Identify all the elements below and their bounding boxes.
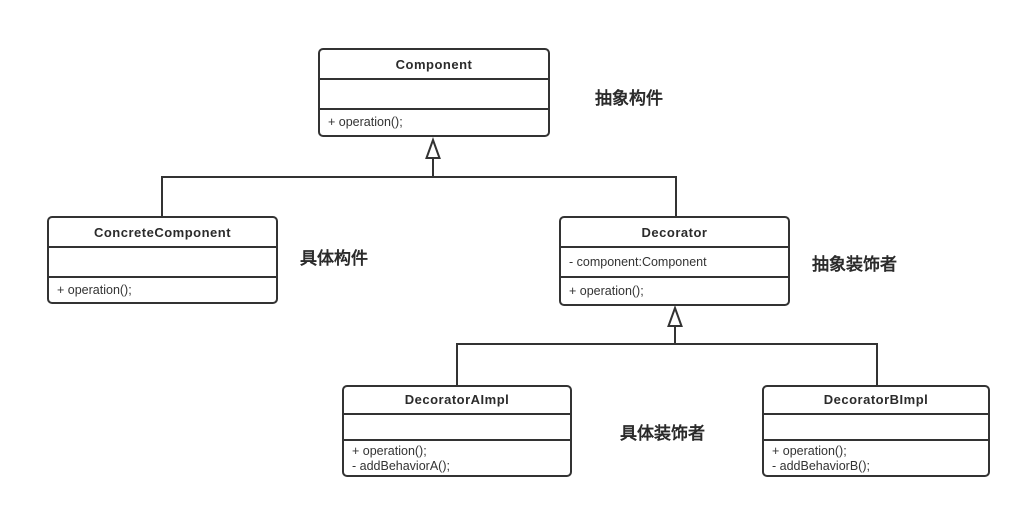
generalization-to-component	[161, 137, 677, 216]
class-methods: + operation();	[49, 278, 276, 302]
class-box-concrete-component: ConcreteComponent + operation();	[47, 216, 278, 304]
method-item: + operation();	[328, 115, 403, 129]
class-methods: + operation(); - addBehaviorA();	[344, 441, 570, 475]
annotation-abstract-component: 抽象构件	[595, 89, 663, 108]
class-title: Component	[320, 50, 548, 80]
class-methods: + operation();	[320, 110, 548, 135]
method-item: + operation();	[772, 444, 847, 458]
class-box-decorator-b-impl: DecoratorBImpl + operation(); - addBehav…	[762, 385, 990, 477]
class-methods: + operation();	[561, 278, 788, 304]
class-title: DecoratorAImpl	[344, 387, 570, 415]
method-item: + operation();	[569, 283, 644, 298]
hollow-triangle-arrow-icon	[667, 305, 683, 327]
class-box-component: Component + operation();	[318, 48, 550, 137]
class-title: ConcreteComponent	[49, 218, 276, 248]
method-item: - addBehaviorA();	[352, 459, 450, 473]
class-attributes-empty	[764, 415, 988, 441]
class-title: DecoratorBImpl	[764, 387, 988, 415]
hollow-triangle-arrow-icon	[425, 137, 441, 159]
class-attributes-empty	[49, 248, 276, 278]
method-item: + operation();	[352, 444, 427, 458]
class-attributes: - component:Component	[561, 248, 788, 278]
method-item: - addBehaviorB();	[772, 459, 870, 473]
class-box-decorator-a-impl: DecoratorAImpl + operation(); - addBehav…	[342, 385, 572, 477]
method-item: + operation();	[57, 282, 132, 297]
class-box-decorator: Decorator - component:Component + operat…	[559, 216, 790, 306]
annotation-concrete-component: 具体构件	[300, 249, 368, 268]
class-title: Decorator	[561, 218, 788, 248]
attribute-item: - component:Component	[569, 254, 707, 269]
class-attributes-empty	[344, 415, 570, 441]
annotation-concrete-decorator: 具体装饰者	[620, 424, 705, 443]
annotation-abstract-decorator: 抽象装饰者	[812, 255, 897, 274]
generalization-to-decorator	[456, 305, 878, 385]
class-attributes-empty	[320, 80, 548, 110]
class-methods: + operation(); - addBehaviorB();	[764, 441, 988, 475]
